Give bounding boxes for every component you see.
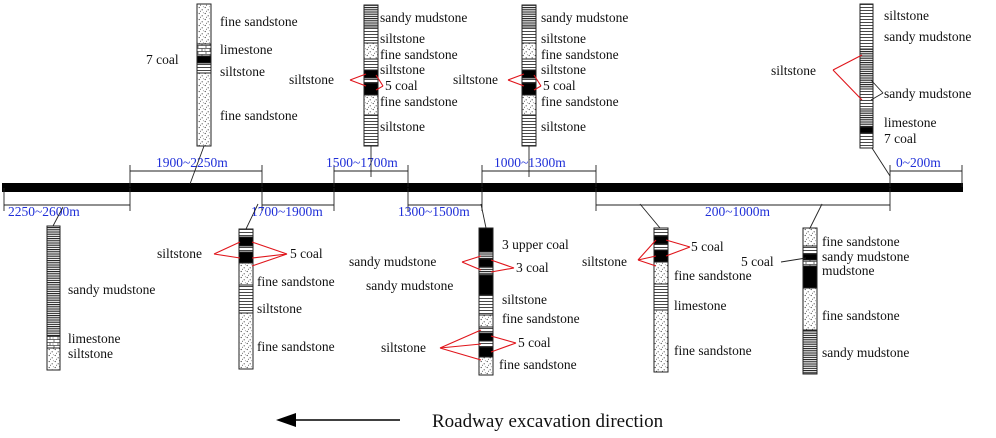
direction-arrow-icon: [276, 413, 400, 427]
strata-label: siltstone: [380, 62, 425, 77]
strata-label: siltstone: [380, 119, 425, 134]
strata-label: 7 coal: [146, 52, 179, 67]
range-label-1900-2250: 1900~2250m: [156, 155, 228, 170]
strata-label: siltstone: [541, 119, 586, 134]
column-1500-1700: sandy mudstone siltstone fine sandstone …: [289, 4, 467, 147]
strata-label: 5 coal: [518, 335, 551, 350]
strata-label: siltstone: [157, 246, 202, 261]
strata-label: sandy mudstone: [884, 86, 971, 101]
strata-label: 5 coal: [385, 78, 418, 93]
roadway-axis: [2, 165, 963, 211]
range-label-1000-1300: 1000~1300m: [494, 155, 566, 170]
strata-label: limestone: [884, 115, 937, 130]
strata-label: 3 coal: [516, 260, 549, 275]
column-200-1000-b: 5 coal fine sandstone sandy mudstone mud…: [741, 227, 909, 375]
strata-label: siltstone: [289, 72, 334, 87]
range-label-1300-1500: 1300~1500m: [398, 204, 470, 219]
strata-label: fine sandstone: [674, 268, 752, 283]
strata-label: mudstone: [822, 263, 875, 278]
column-connectors: [52, 145, 891, 230]
strata-label: 5 coal: [741, 254, 774, 269]
strata-label: 7 coal: [884, 131, 917, 146]
strata-label: 5 coal: [691, 239, 724, 254]
strata-label: sandy mudstone: [366, 278, 453, 293]
strata-label: limestone: [220, 42, 273, 57]
strata-label: siltstone: [502, 292, 547, 307]
strata-label: sandy mudstone: [822, 249, 909, 264]
column-0-200: siltstone sandy mudstone siltstone sandy…: [771, 3, 971, 149]
strata-label: limestone: [674, 298, 727, 313]
strata-label: sandy mudstone: [884, 29, 971, 44]
strata-label: siltstone: [380, 31, 425, 46]
column-1300-1500: 3 upper coal sandy mudstone 3 coal sandy…: [349, 227, 580, 376]
strata-label: fine sandstone: [674, 343, 752, 358]
strata-label: siltstone: [453, 72, 498, 87]
direction-caption: Roadway excavation direction: [432, 411, 664, 432]
strata-label: 3 upper coal: [502, 237, 569, 252]
strata-label: siltstone: [257, 301, 302, 316]
strata-label: 5 coal: [543, 78, 576, 93]
column-1000-1300: sandy mudstone siltstone fine sandstone …: [453, 4, 628, 147]
strata-label: fine sandstone: [220, 14, 298, 29]
strata-label: fine sandstone: [822, 234, 900, 249]
strata-label: fine sandstone: [380, 94, 458, 109]
strata-label: fine sandstone: [257, 339, 335, 354]
strata-label: sandy mudstone: [822, 345, 909, 360]
strata-label: fine sandstone: [220, 108, 298, 123]
strata-label: sandy mudstone: [541, 10, 628, 25]
strata-label: siltstone: [381, 340, 426, 355]
strata-label: siltstone: [771, 63, 816, 78]
strata-label: siltstone: [582, 254, 627, 269]
strata-label: limestone: [68, 331, 121, 346]
strata-label: siltstone: [68, 346, 113, 361]
strata-label: 5 coal: [290, 246, 323, 261]
strata-label: fine sandstone: [499, 357, 577, 372]
strata-label: fine sandstone: [380, 47, 458, 62]
range-label-2250-2600: 2250~2600m: [8, 204, 80, 219]
strata-label: sandy mudstone: [380, 10, 467, 25]
strata-label: fine sandstone: [541, 47, 619, 62]
strata-label: siltstone: [220, 64, 265, 79]
strata-label: siltstone: [541, 31, 586, 46]
strata-label: fine sandstone: [822, 308, 900, 323]
strata-label: sandy mudstone: [349, 254, 436, 269]
strata-label: fine sandstone: [502, 311, 580, 326]
range-label-1700-1900: 1700~1900m: [251, 204, 323, 219]
column-1900-2250: 7 coal fine sandstone limestone siltston…: [146, 3, 298, 147]
range-label-1500-1700: 1500~1700m: [326, 155, 398, 170]
strata-label: siltstone: [884, 8, 929, 23]
strata-label: siltstone: [541, 62, 586, 77]
column-2250-2600: sandy mudstone limestone siltstone: [46, 225, 155, 371]
column-1700-1900: siltstone 5 coal fine sandstone siltston…: [157, 228, 335, 370]
range-label-200-1000: 200~1000m: [705, 204, 771, 219]
strata-label: fine sandstone: [541, 94, 619, 109]
column-200-1000-a: siltstone 5 coal fine sandstone limeston…: [582, 227, 752, 373]
strata-label: fine sandstone: [257, 274, 335, 289]
range-label-0-200: 0~200m: [896, 155, 941, 170]
strata-label: sandy mudstone: [68, 282, 155, 297]
